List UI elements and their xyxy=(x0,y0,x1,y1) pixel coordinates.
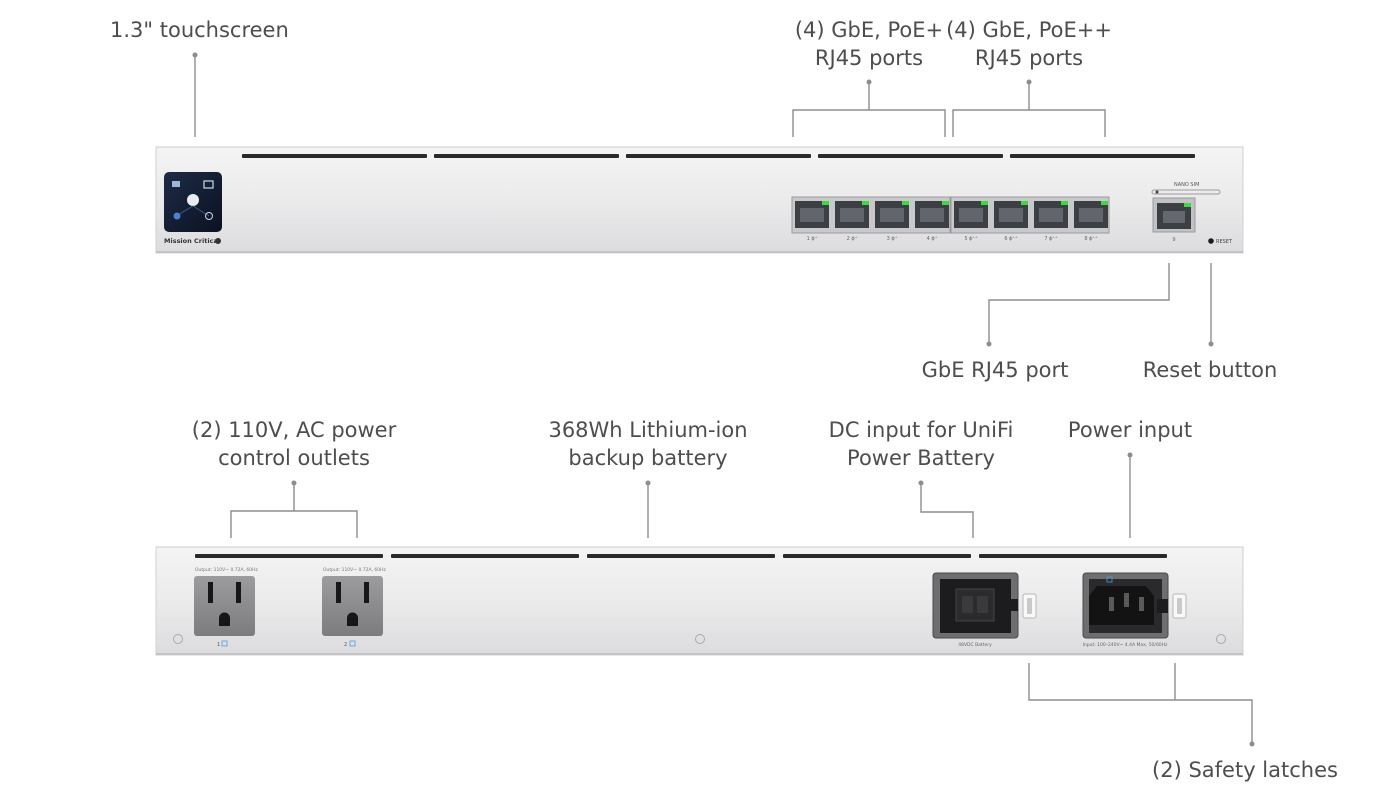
lan-port-6-led xyxy=(1021,201,1028,205)
leader-lines xyxy=(194,55,1253,744)
outlet-1-rating: Output: 110V~ 0.72A, 60Hz xyxy=(195,567,259,573)
dc-input-connector[interactable] xyxy=(932,572,1019,639)
screen-info-icon xyxy=(205,212,213,220)
screen-status-icon xyxy=(173,212,181,220)
leader-safety-latches xyxy=(1028,663,1253,744)
callout-poe-plus-line2: RJ45 ports xyxy=(814,46,924,70)
wan-port-label: 9 xyxy=(1172,237,1175,243)
callout-touchscreen-text: 1.3" touchscreen xyxy=(110,18,289,42)
bracket-ac-outlets xyxy=(230,510,358,538)
screen-icon-right xyxy=(203,180,214,189)
callout-dc-input-line2: Power Battery xyxy=(847,446,995,470)
brand-logo-icon xyxy=(215,238,221,244)
sim-eject-dot xyxy=(1155,190,1159,194)
callout-reset-button: Reset button xyxy=(1135,356,1285,384)
dc-safety-latch[interactable] xyxy=(1022,593,1037,619)
lan-port-1[interactable] xyxy=(795,201,829,228)
rear-chassis xyxy=(155,546,1244,656)
lan-port-5-led xyxy=(981,201,988,205)
leader-dc-input xyxy=(920,483,974,538)
lan-port-6-label: 6 ϕ⁺⁺ xyxy=(1004,236,1018,242)
lan-port-5[interactable] xyxy=(954,201,988,228)
callout-poe-plusplus-line1: (4) GbE, PoE++ xyxy=(946,18,1112,42)
callout-ac-outlets-line2: control outlets xyxy=(218,446,370,470)
callout-poe-plus: (4) GbE, PoE+ RJ45 ports xyxy=(789,16,949,72)
callout-battery-line2: backup battery xyxy=(568,446,728,470)
wan-led xyxy=(1184,203,1191,207)
lan-port-4-label: 4 ϕ⁺ xyxy=(927,236,938,242)
rear-screws xyxy=(173,634,1226,644)
lan-port-block: 1 ϕ⁺ 2 ϕ⁺ 3 ϕ⁺ 4 ϕ⁺ 5 ϕ⁺⁺ 6 ϕ⁺⁺ 7 ϕ⁺⁺ 8 ϕ⁺⁺ xyxy=(791,196,1110,242)
callout-ac-outlets: (2) 110V, AC power control outlets xyxy=(184,416,404,472)
brand-label: Mission Critical xyxy=(164,237,220,245)
callout-battery-line1: 368Wh Lithium-ion xyxy=(548,418,748,442)
lan-port-7-label: 7 ϕ⁺⁺ xyxy=(1044,236,1058,242)
callout-poe-plusplus: (4) GbE, PoE++ RJ45 ports xyxy=(944,16,1114,72)
leader-gbe-port xyxy=(988,263,1170,344)
lan-port-1-label: 1 ϕ⁺ xyxy=(807,236,818,242)
lan-port-3[interactable] xyxy=(875,201,909,228)
lan-port-5-label: 5 ϕ⁺⁺ xyxy=(964,236,978,242)
lan-port-4[interactable] xyxy=(915,201,949,228)
sim-slot[interactable] xyxy=(1151,189,1221,195)
rear-panel: Output: 110V~ 0.72A, 60Hz 1 Output: 110V… xyxy=(155,546,1244,656)
lan-port-3-led xyxy=(902,201,909,205)
screen-icon-left xyxy=(172,181,180,187)
callout-safety-latches-text: (2) Safety latches xyxy=(1152,758,1338,782)
callout-dc-input: DC input for UniFi Power Battery xyxy=(811,416,1031,472)
ac-outlet-1[interactable] xyxy=(194,576,255,636)
leader-dots xyxy=(192,52,1255,747)
screen-center-dot xyxy=(187,194,199,206)
rear-vents xyxy=(195,554,1167,558)
touchscreen[interactable] xyxy=(164,172,222,232)
outlet-2-rating: Output: 110V~ 0.72A, 60Hz xyxy=(323,567,387,573)
callout-touchscreen: 1.3" touchscreen xyxy=(110,16,289,44)
power-safety-latch[interactable] xyxy=(1172,593,1187,619)
callout-safety-latches: (2) Safety latches xyxy=(1150,756,1340,784)
callout-poe-plus-line1: (4) GbE, PoE+ xyxy=(794,18,944,42)
lan-port-6[interactable] xyxy=(994,201,1028,228)
lan-port-2[interactable] xyxy=(835,201,869,228)
callout-battery: 368Wh Lithium-ion backup battery xyxy=(538,416,758,472)
callout-gbe-port-text: GbE RJ45 port xyxy=(921,358,1069,382)
lan-port-4-led xyxy=(942,201,949,205)
lan-port-7-led xyxy=(1061,201,1068,205)
lan-port-7[interactable] xyxy=(1034,201,1068,228)
callout-gbe-port: GbE RJ45 port xyxy=(905,356,1085,384)
callout-power-input: Power input xyxy=(1050,416,1210,444)
outlet-2-number: 2 xyxy=(344,642,347,648)
lan-port-2-led xyxy=(862,201,869,205)
dc-input-label: 48VDC Battery xyxy=(958,642,992,648)
sim-label: NANO SIM xyxy=(1174,182,1199,188)
reset-button[interactable] xyxy=(1208,238,1214,244)
power-input-connector[interactable] xyxy=(1082,572,1169,639)
callout-dc-input-line1: DC input for UniFi xyxy=(828,418,1014,442)
lan-port-1-led xyxy=(822,201,829,205)
power-input-label: Input: 100–240V~ 4.4A Max, 50/60Hz xyxy=(1083,642,1168,648)
callout-reset-button-text: Reset button xyxy=(1142,358,1278,382)
wan-port[interactable] xyxy=(1152,197,1196,233)
outlet-1-number: 1 xyxy=(217,642,220,648)
reset-label: RESET xyxy=(1216,239,1233,245)
bracket-poe-plus xyxy=(792,109,946,137)
front-vents xyxy=(242,154,1195,158)
ac-outlet-2[interactable] xyxy=(322,576,383,636)
front-panel: Mission Critical 1 ϕ⁺ 2 ϕ⁺ 3 ϕ⁺ 4 ϕ⁺ 5 ϕ⁺⁺ 6 … xyxy=(155,146,1244,254)
lan-port-8-label: 8 ϕ⁺⁺ xyxy=(1084,236,1098,242)
outlet-1-indicator-icon xyxy=(221,640,228,647)
lan-port-8-led xyxy=(1101,201,1108,205)
callout-ac-outlets-line1: (2) 110V, AC power xyxy=(191,418,397,442)
callout-poe-plusplus-line2: RJ45 ports xyxy=(974,46,1084,70)
outlet-2-indicator-icon xyxy=(349,640,356,647)
bracket-poe-plusplus xyxy=(952,109,1106,137)
lan-port-2-label: 2 ϕ⁺ xyxy=(847,236,858,242)
callout-power-input-text: Power input xyxy=(1067,418,1193,442)
lan-port-8[interactable] xyxy=(1074,201,1108,228)
lan-port-3-label: 3 ϕ⁺ xyxy=(887,236,898,242)
